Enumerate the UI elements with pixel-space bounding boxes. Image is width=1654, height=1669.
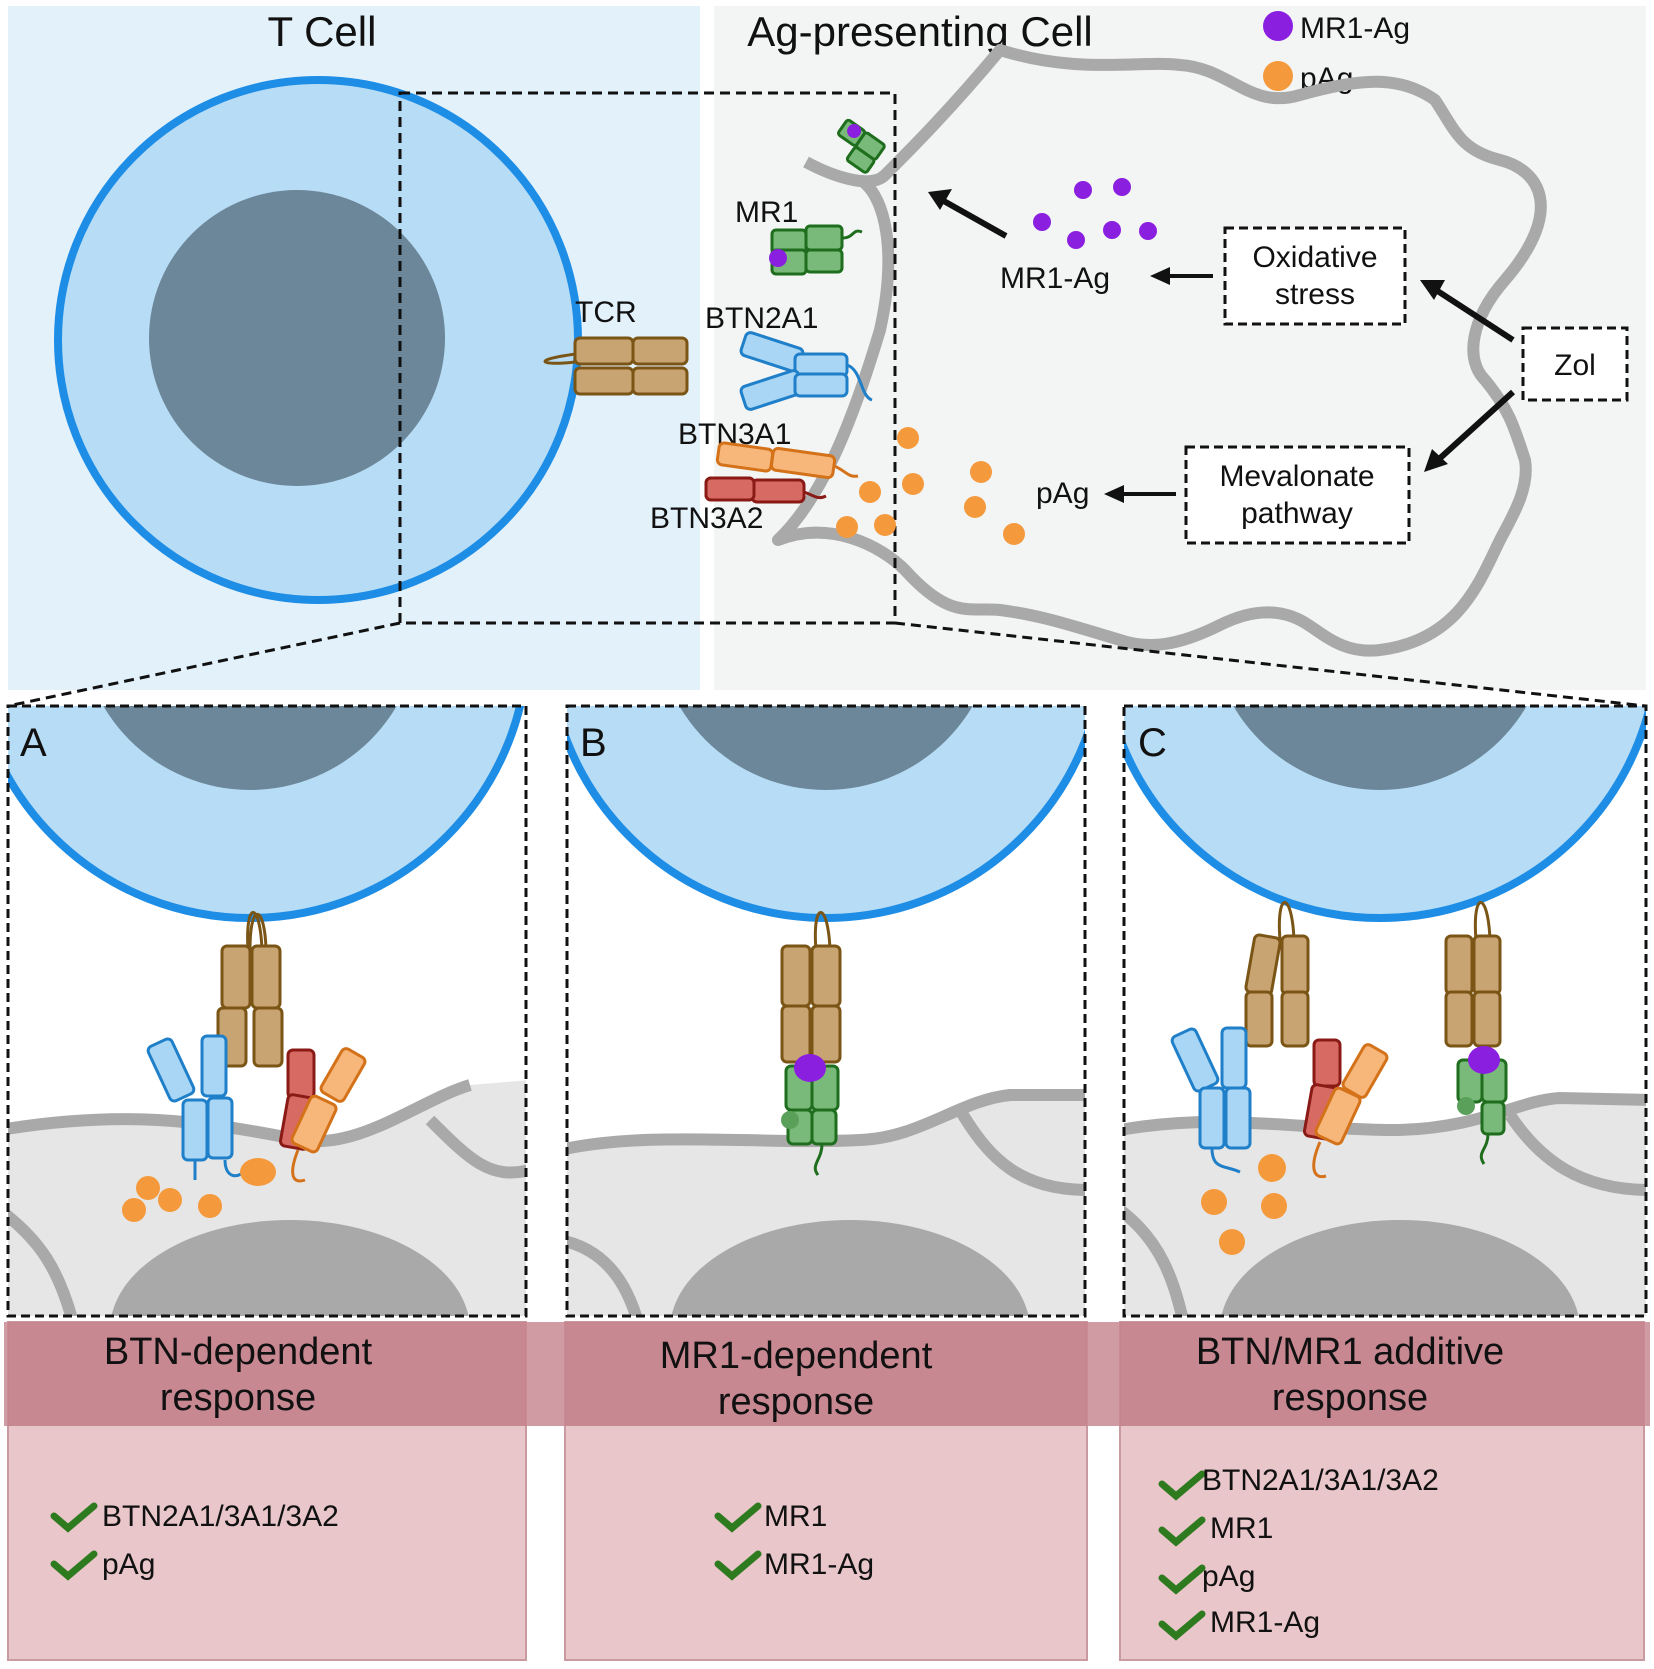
check-icon: [1158, 1516, 1206, 1547]
label-tcr: TCR: [575, 296, 637, 329]
response-a-line1: BTN-dependent: [104, 1331, 373, 1373]
check-b-item-0: MR1: [764, 1500, 827, 1533]
check-c-item-0: BTN2A1/3A1/3A2: [1202, 1464, 1439, 1497]
panel-b-letter: B: [580, 721, 607, 765]
check-icon: [50, 1502, 98, 1533]
check-c-item-2: pAg: [1202, 1560, 1255, 1593]
tcr-top-d1: [573, 336, 635, 366]
mevalonate-box: [1184, 445, 1411, 545]
tcr-top-d3: [573, 366, 635, 396]
zol-box: [1521, 326, 1629, 402]
mevalonate-line1: Mevalonate: [1219, 460, 1374, 493]
tcr-top-d4: [631, 366, 689, 396]
btn3a2-top: [704, 476, 827, 504]
check-icon: [1158, 1610, 1206, 1641]
mr1-top-ag: [769, 249, 787, 267]
check-icon: [50, 1550, 98, 1581]
tcr-top-d2: [631, 336, 689, 366]
oxidative-stress-line2: stress: [1275, 278, 1355, 311]
mr1-top-d4: [804, 248, 844, 274]
panel-c-frame: [1122, 704, 1648, 1318]
checklist-a: BTN2A1/3A1/3A2 pAg: [50, 1500, 339, 1581]
response-c-line1: BTN/MR1 additive: [1196, 1331, 1504, 1373]
apc-title: Ag-presenting Cell: [747, 8, 1093, 55]
mevalonate-line2: pathway: [1241, 497, 1353, 530]
pag-dots: [836, 427, 1025, 545]
label-btn2a1: BTN2A1: [705, 302, 818, 335]
response-b-line2: response: [718, 1381, 874, 1423]
t-cell: [54, 76, 582, 604]
apc-membrane: [772, 44, 1547, 657]
checklist-c: BTN2A1/3A1/3A2 MR1 pAg MR1-Ag: [1158, 1464, 1439, 1641]
panel-b-frame: [565, 704, 1087, 1318]
check-c-item-1: MR1: [1210, 1512, 1273, 1545]
zol-label: Zol: [1554, 349, 1596, 382]
zoom-line-right: [894, 621, 1647, 708]
response-b-line1: MR1-dependent: [660, 1335, 933, 1377]
label-mr1: MR1: [735, 196, 798, 229]
legend-mr1ag-label: MR1-Ag: [1300, 12, 1410, 45]
check-a-item-1: pAg: [102, 1548, 155, 1581]
check-icon: [714, 1550, 762, 1581]
check-icon: [1158, 1564, 1206, 1595]
apc-background: [714, 6, 1646, 690]
btn2a1-top: [739, 331, 873, 411]
arrows: [928, 189, 1516, 503]
panel-c-letter: C: [1138, 721, 1167, 765]
mr1ag-dots: [1033, 178, 1157, 249]
checklist-b: MR1 MR1-Ag: [714, 1500, 874, 1581]
check-icon: [1158, 1470, 1206, 1501]
zoom-box: [398, 91, 897, 625]
panel-a-letter: A: [20, 721, 47, 765]
zoom-line-left: [7, 621, 401, 708]
mr1-top-d2: [804, 224, 844, 252]
label-pag: pAg: [1036, 477, 1089, 510]
response-a-line2: response: [160, 1377, 316, 1419]
check-b-item-1: MR1-Ag: [764, 1548, 874, 1581]
mr1-top-membrane: [837, 118, 886, 174]
response-c-line2: response: [1272, 1377, 1428, 1419]
tcr-top-loop: [543, 352, 577, 365]
check-a-item-0: BTN2A1/3A1/3A2: [102, 1500, 339, 1533]
panel-a-frame: [6, 704, 528, 1318]
legend-mr1ag-swatch: [1263, 11, 1293, 41]
panel-a: [8, 706, 526, 1316]
mr1-top-tail: [841, 229, 863, 240]
oxidative-stress-line1: Oxidative: [1252, 241, 1377, 274]
panel-c: [1124, 706, 1646, 1316]
check-c-item-3: MR1-Ag: [1210, 1606, 1320, 1639]
check-icon: [714, 1502, 762, 1533]
label-btn3a2: BTN3A2: [650, 502, 763, 535]
legend-pag-swatch: [1263, 61, 1293, 91]
tcell-title: T Cell: [268, 8, 377, 55]
mr1-top: [769, 224, 863, 276]
tcr-top: [543, 336, 689, 396]
oxidative-stress-box: [1223, 226, 1407, 326]
t-cell-nucleus: [149, 190, 445, 486]
label-mr1ag: MR1-Ag: [1000, 262, 1110, 295]
panel-b: [567, 706, 1085, 1316]
btn3a1-top: [715, 441, 859, 480]
